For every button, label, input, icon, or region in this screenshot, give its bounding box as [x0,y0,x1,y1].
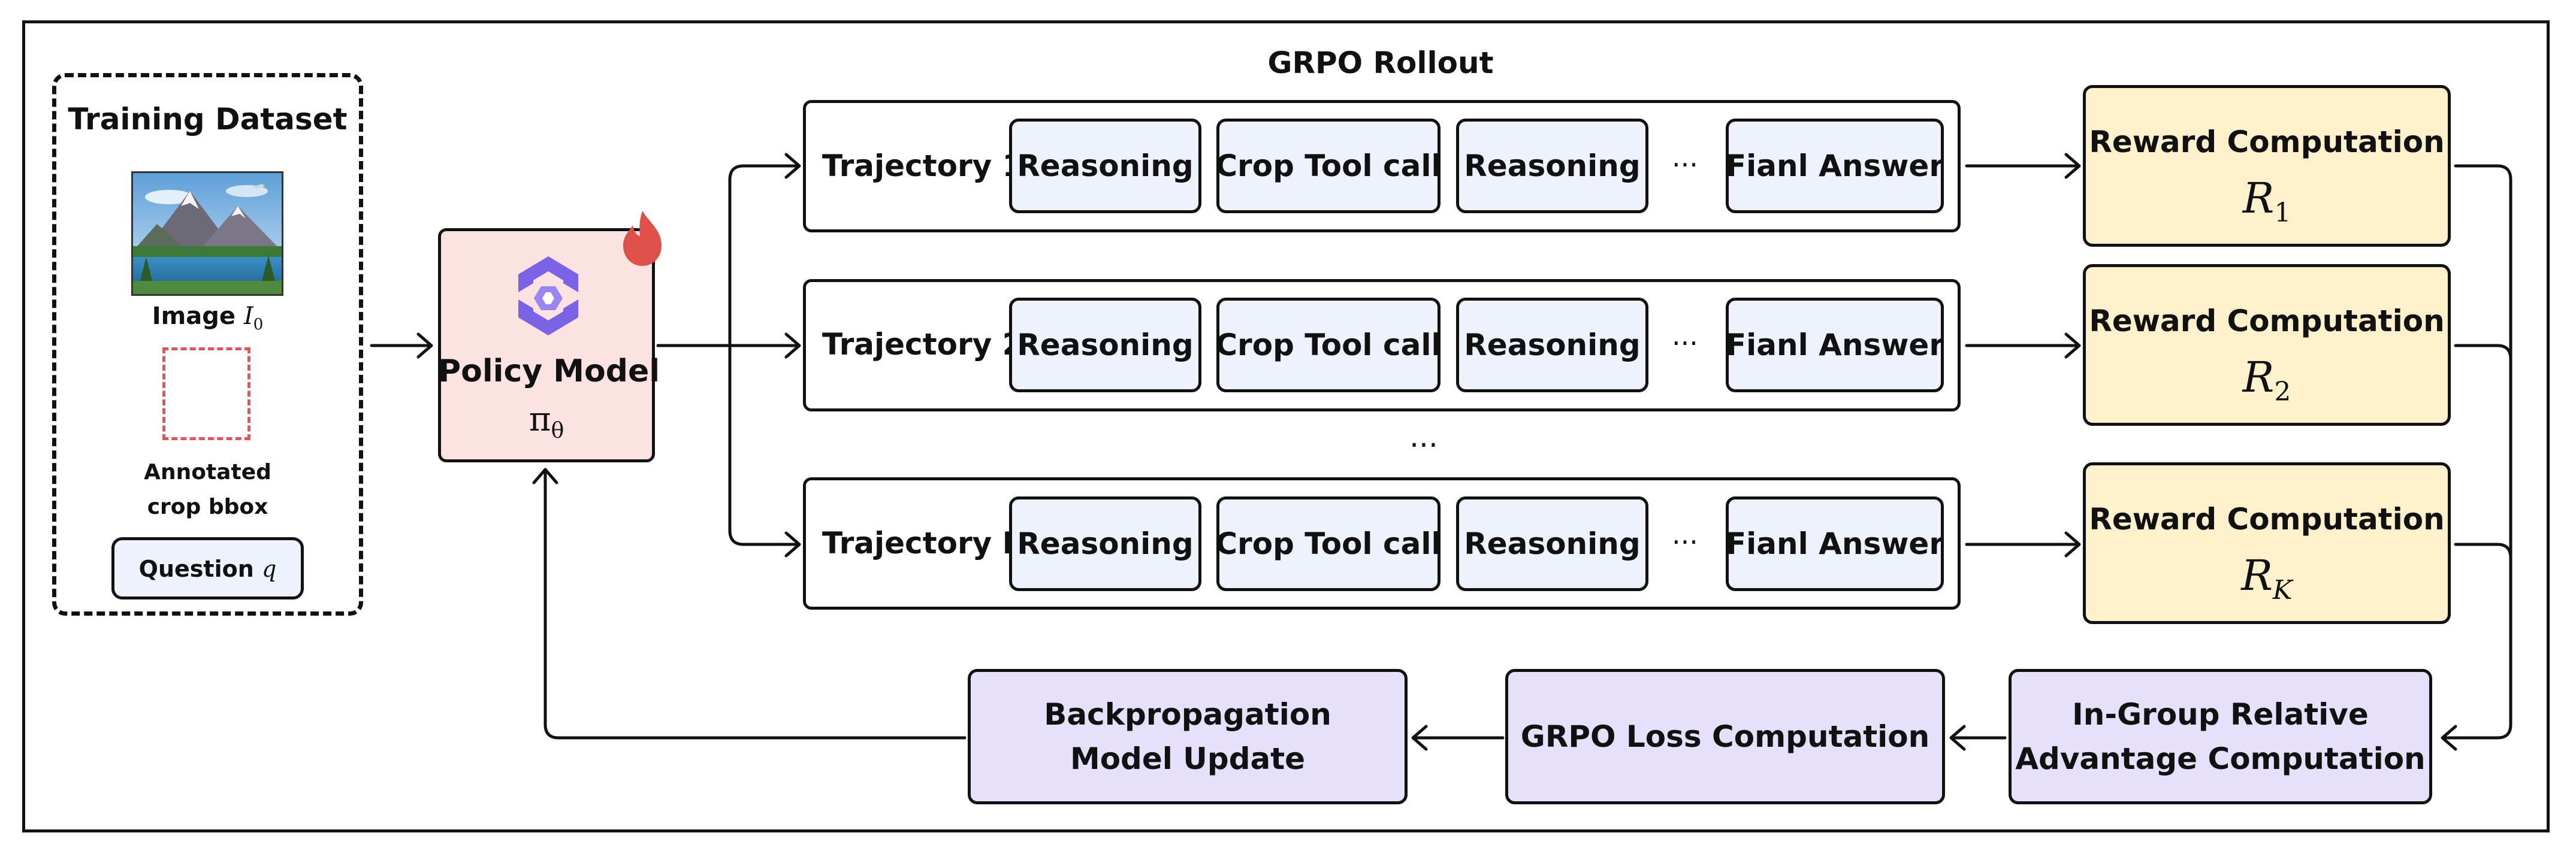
qwen-logo-icon [518,256,578,335]
reward-symbol-k-r: R [2241,551,2273,600]
arrowhead-trajK [784,531,801,558]
grpo-loss-label: GRPO Loss Computation [1520,719,1930,754]
crop-bbox-label: Annotated crop bbox [52,455,363,525]
connector-reward1-out [2443,164,2512,740]
trajectory-label-k: Trajectory K [822,526,1026,561]
reward-symbol-1: R1 [2083,174,2451,228]
connector-rewardK-out [2454,543,2512,560]
image-label-text: Image [152,302,236,330]
crop-label-line1: Annotated [144,460,271,484]
image-subscript: 0 [253,316,264,334]
reward-symbol-1-r: R [2242,174,2275,223]
arrow-branch-trajK [728,344,800,546]
question-symbol: q [262,556,277,582]
image-symbol: I [243,302,253,330]
mountain-lake-image [133,173,282,294]
trajectory-2-step-crop-tool-call: Crop Tool call [1215,298,1442,392]
trajectory-k-step-reasoning-1: Reasoning [1009,496,1201,591]
trajectory-k-step-reasoning-2: Reasoning [1456,496,1648,591]
reward-computation-label-2: Reward Computation [2089,304,2445,338]
trajectory-2-step-reasoning-2: Reasoning [1456,298,1648,392]
trajectory-1-dots: ··· [1672,149,1698,181]
arrowhead-advantage [2441,725,2457,751]
reward-computation-box-k [2083,462,2451,624]
grpo-rollout-title: GRPO Rollout [1267,46,1494,80]
arrowhead-loss [1949,725,1966,751]
reward-symbol-2-r: R [2242,353,2275,402]
trajectory-1-final-answer: Fianl Answer [1726,119,1944,213]
advantage-computation-box: In-Group Relative Advantage Computation [2009,669,2432,804]
policy-model-label: Policy Model [438,353,660,389]
trajectory-1-step-crop-tool-call: Crop Tool call [1215,119,1442,213]
annotated-crop-bbox [162,347,250,440]
arrowhead-traj1 [784,153,801,179]
backprop-line2: Model Update [1070,741,1306,776]
arrowhead-policy-in [532,468,558,484]
trajectory-k-final-answer: Fianl Answer [1726,496,1944,591]
advantage-line2: Advantage Computation [2015,741,2426,776]
advantage-line1: In-Group Relative [2072,697,2369,732]
trajectory-1-step-reasoning-2: Reasoning [1456,119,1648,213]
reward-computation-box-1 [2083,85,2451,247]
trajectory-2-step-reasoning-1: Reasoning [1009,298,1201,392]
reward-symbol-2-sub: 2 [2274,377,2291,407]
backpropagation-box: Backpropagation Model Update [968,669,1408,804]
connector-reward2-out [2454,344,2512,361]
reward-symbol-2: R2 [2083,353,2451,407]
policy-pi: π [529,400,551,439]
arrowhead-dataset-to-policy [416,332,433,359]
arrow-backprop-to-policy [543,469,967,740]
question-box [111,537,304,599]
trajectory-2-dots: ··· [1672,327,1698,359]
trajectory-label-1: Trajectory 1 [822,149,1023,183]
backprop-line1: Backpropagation [1044,697,1331,732]
training-dataset-title: Training Dataset [68,102,348,137]
arrowhead-rewardK [2064,531,2081,558]
trajectory-label-2: Trajectory 2 [822,327,1023,362]
diagram-frame [22,20,2550,832]
grpo-loss-box: GRPO Loss Computation [1505,669,1945,804]
trajectory-k-step-crop-tool-call: Crop Tool call [1215,496,1442,591]
question-label-text: Question [138,556,254,582]
policy-theta: θ [551,419,564,444]
arrowhead-reward2 [2064,332,2081,359]
dataset-image-thumbnail [131,171,283,296]
reward-computation-box-2 [2083,264,2451,426]
arrowhead-reward1 [2064,153,2081,179]
training-dataset-panel [52,73,363,616]
trajectory-k-dots: ··· [1672,526,1698,558]
fire-icon [623,211,662,266]
reward-computation-label-1: Reward Computation [2089,125,2445,159]
question-label: Question q [111,556,304,582]
arrow-branch-traj1 [728,164,800,347]
reward-symbol-1-sub: 1 [2274,198,2291,228]
trajectory-ellipsis: ... [1409,419,1438,454]
reward-computation-label-k: Reward Computation [2089,502,2445,537]
arrowhead-traj2 [784,332,801,359]
policy-symbol: πθ [438,400,655,443]
arrowhead-backprop [1411,725,1428,751]
trajectory-1-step-reasoning-1: Reasoning [1009,119,1201,213]
trajectory-2-final-answer: Fianl Answer [1726,298,1944,392]
reward-symbol-k: RK [2083,551,2451,605]
image-label: Image I0 [52,302,363,334]
reward-symbol-k-sub: K [2272,575,2293,605]
crop-label-line2: crop bbox [147,495,268,519]
